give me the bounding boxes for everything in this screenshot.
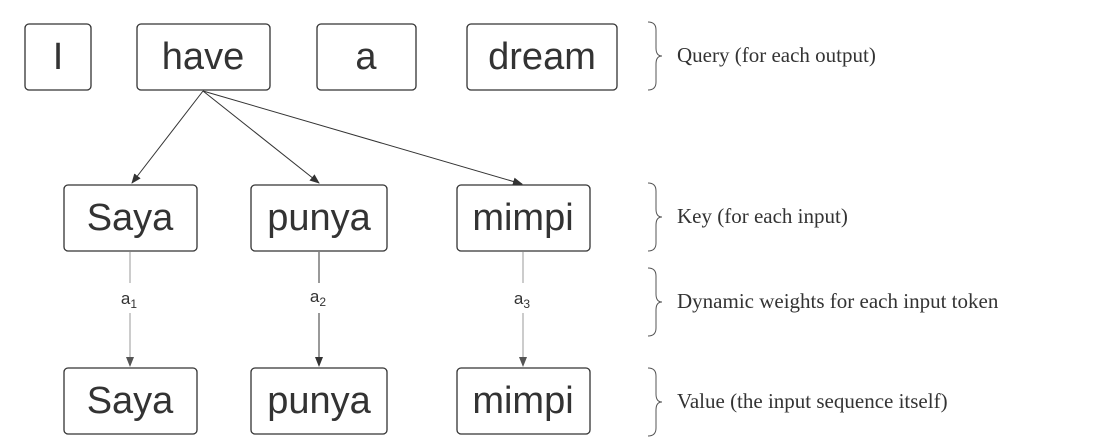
query-token-box-dream — [466, 23, 618, 91]
query-token-box-a — [316, 23, 417, 91]
value-token-box-mimpi — [456, 367, 591, 435]
key-token-box-saya — [63, 184, 198, 252]
value-token-punya: punya — [267, 380, 371, 422]
brace-weights — [647, 267, 663, 337]
label-weights: Dynamic weights for each input token — [677, 289, 999, 313]
row-labels: Query (for each output) Key (for each in… — [677, 43, 999, 413]
weight-label-a2: a2 — [310, 287, 326, 309]
label-key: Key (for each input) — [677, 204, 848, 228]
key-token-punya: punya — [267, 197, 371, 239]
weight-label-a1: a1 — [121, 289, 137, 311]
query-to-key-arrows — [131, 90, 523, 186]
brace-query — [647, 21, 663, 91]
key-token-box-punya — [250, 184, 388, 252]
label-query: Query (for each output) — [677, 43, 876, 67]
weight-label-a3: a3 — [514, 289, 530, 311]
key-row: Saya punya mimpi — [63, 184, 591, 252]
value-token-box-punya — [250, 367, 388, 435]
value-row: Saya punya mimpi — [63, 367, 591, 435]
label-value: Value (the input sequence itself) — [677, 389, 948, 413]
weight-labels: a1 a2 a3 — [121, 287, 530, 311]
query-token-dream: dream — [488, 36, 596, 78]
brace-key — [647, 182, 663, 252]
value-token-saya: Saya — [87, 380, 174, 422]
value-token-box-saya — [63, 367, 198, 435]
weight-connectors — [126, 252, 527, 367]
value-token-mimpi: mimpi — [472, 380, 573, 422]
query-token-i: I — [53, 36, 64, 78]
brace-value — [647, 367, 663, 437]
key-token-mimpi: mimpi — [472, 197, 573, 239]
query-token-a: a — [355, 36, 377, 78]
key-token-box-mimpi — [456, 184, 591, 252]
key-token-saya: Saya — [87, 197, 174, 239]
arrow-have-to-mimpi — [202, 90, 523, 186]
row-braces — [647, 21, 663, 437]
query-token-have: have — [162, 36, 244, 78]
query-row: I have a dream — [24, 23, 618, 91]
query-token-box-i — [24, 23, 92, 91]
arrow-have-to-saya — [131, 90, 204, 184]
query-token-box-have — [136, 23, 271, 91]
arrow-have-to-punya — [202, 90, 320, 184]
